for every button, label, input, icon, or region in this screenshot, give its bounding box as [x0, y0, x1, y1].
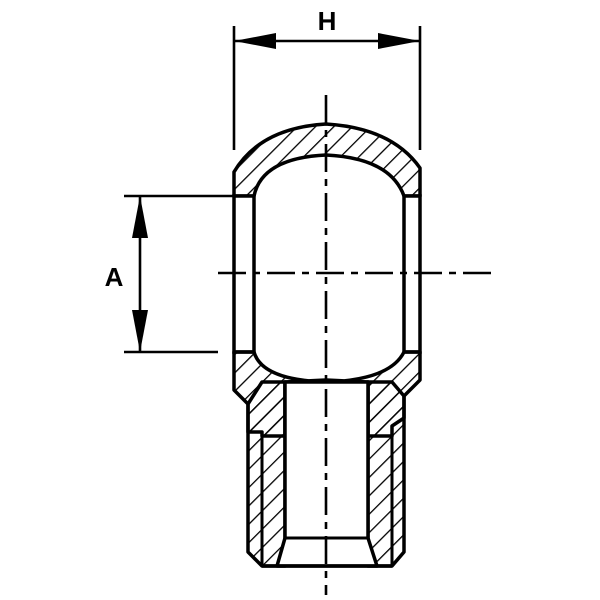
a-arrow-bottom	[132, 310, 148, 352]
shank-right-section	[366, 380, 406, 568]
a-arrow-top	[132, 196, 148, 238]
top-cap-section	[232, 122, 422, 198]
h-arrow-right	[378, 33, 420, 49]
shank-left-section	[246, 380, 287, 568]
h-arrow-left	[234, 33, 276, 49]
dimension-label-h: H	[318, 6, 337, 36]
dimension-label-a: A	[105, 262, 124, 292]
